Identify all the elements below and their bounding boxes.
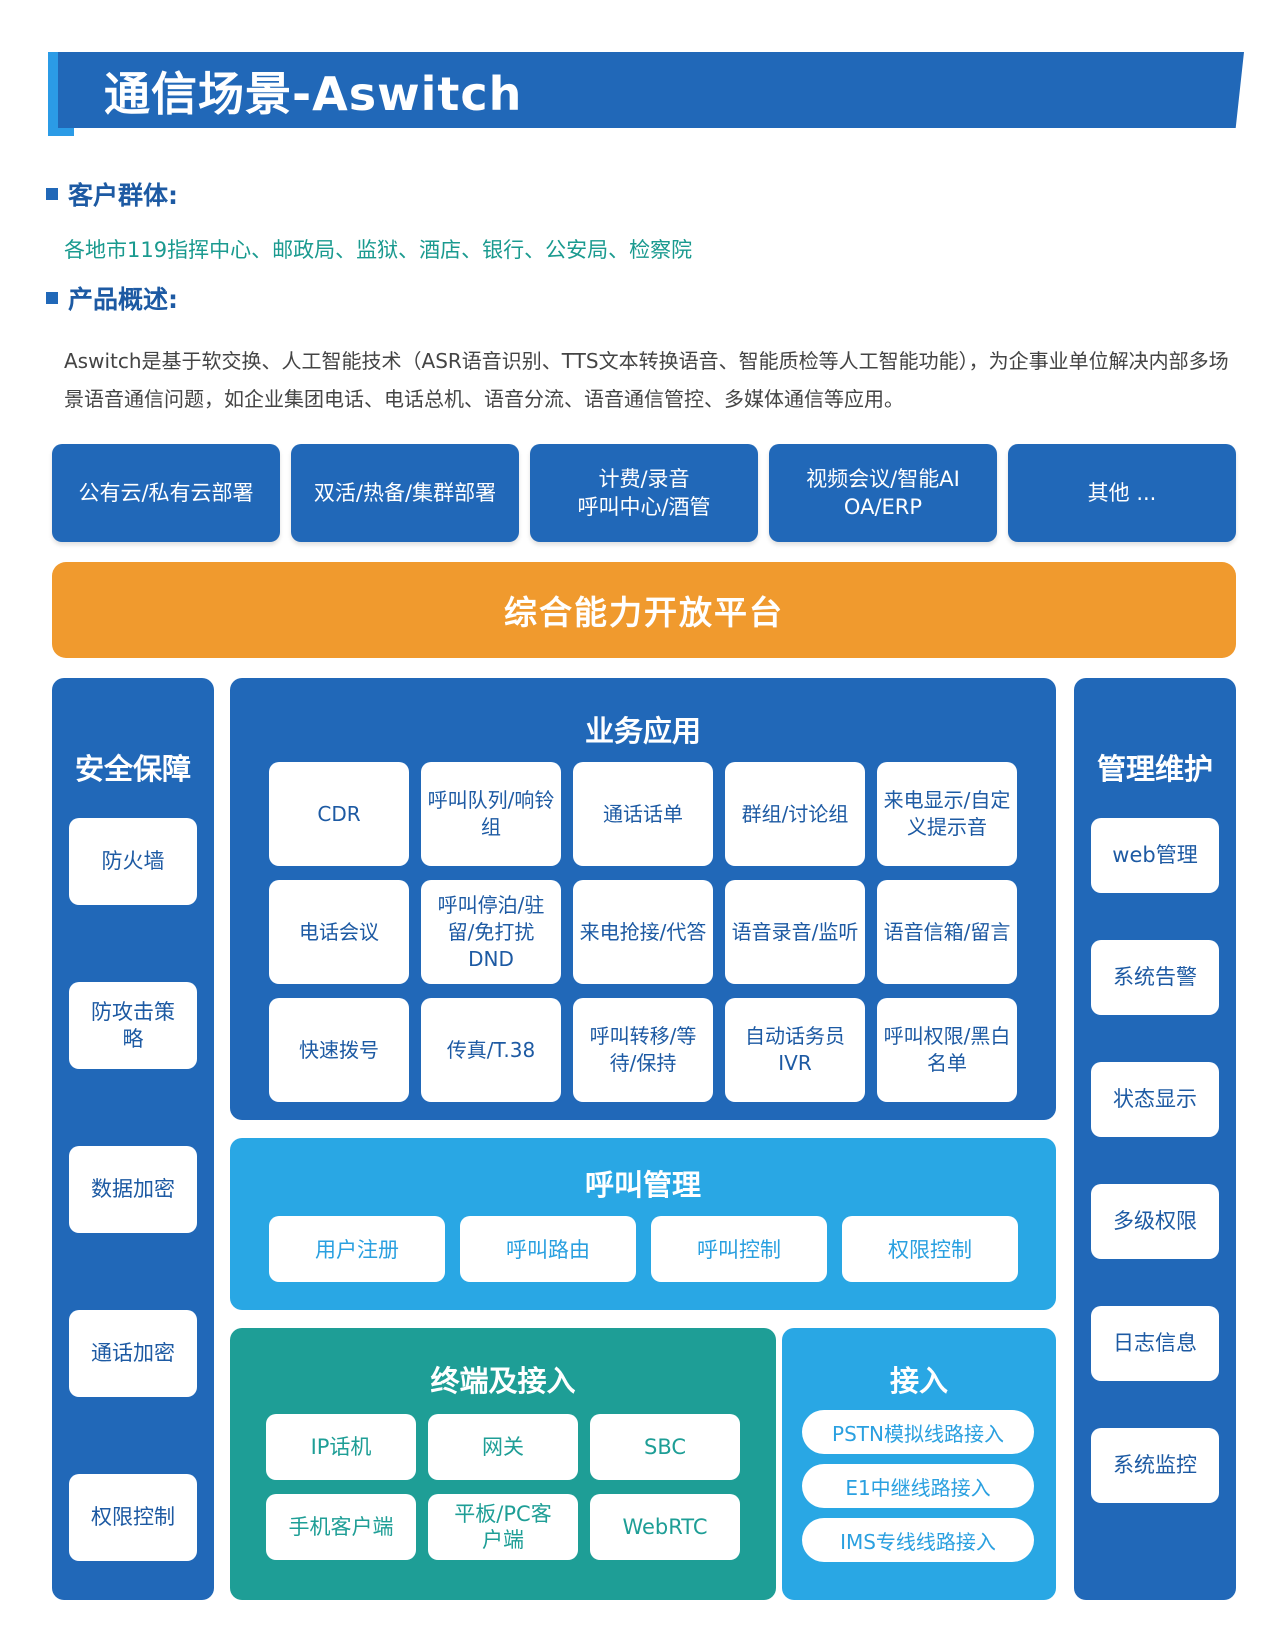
terminal-item-mobile-client: 手机客户端 — [266, 1494, 416, 1560]
page-title: 通信场景-Aswitch — [104, 67, 523, 121]
access-item-e1: E1中继线路接入 — [802, 1464, 1034, 1508]
bullet-square-icon — [46, 188, 58, 200]
deploy-tile-line1: 公有云/私有云部署 — [78, 481, 254, 505]
terminals-panel: 终端及接入 IP话机 网关 SBC 手机客户端 平板/PC客户端 WebRTC — [230, 1328, 776, 1600]
business-title: 业务应用 — [584, 714, 701, 748]
call-mgmt-item-routing: 呼叫路由 — [460, 1216, 636, 1282]
open-platform-label: 综合能力开放平台 — [504, 593, 784, 632]
deploy-tile-video: 视频会议/智能AI OA/ERP — [769, 444, 997, 542]
security-item-anti-attack: 防攻击策略 — [69, 982, 197, 1069]
terminal-item-gateway: 网关 — [428, 1414, 578, 1480]
access-item-pstn: PSTN模拟线路接入 — [802, 1410, 1034, 1454]
terminal-item-sbc: SBC — [590, 1414, 740, 1480]
access-title: 接入 — [889, 1364, 948, 1398]
customers-text: 各地市119指挥中心、邮政局、监狱、酒店、银行、公安局、检察院 — [64, 238, 693, 262]
business-cell: 群组/讨论组 — [725, 762, 865, 866]
access-item-ims: IMS专线线路接入 — [802, 1518, 1034, 1562]
access-panel: 接入 PSTN模拟线路接入 E1中继线路接入 IMS专线线路接入 — [782, 1328, 1056, 1600]
deploy-tile-line1: 其他 ... — [1087, 481, 1157, 505]
business-cell: 呼叫转移/等待/保持 — [573, 998, 713, 1102]
call-mgmt-item-registration: 用户注册 — [269, 1216, 445, 1282]
banner-bar — [58, 52, 1244, 128]
business-cell: 通话话单 — [573, 762, 713, 866]
deploy-tile-line1: 双活/热备/集群部署 — [313, 481, 497, 505]
title-banner: 通信场景-Aswitch — [48, 52, 1244, 136]
business-cell: 来电显示/自定义提示音 — [877, 762, 1017, 866]
customers-heading-text: 客户群体: — [68, 181, 178, 210]
overview-text: Aswitch是基于软交换、人工智能技术（ASR语音识别、TTS文本转换语音、智… — [64, 349, 1229, 411]
deploy-tile-line1: 视频会议/智能AI — [806, 467, 960, 491]
overview-heading-text: 产品概述: — [68, 285, 178, 314]
customers-heading: 客户群体: — [46, 176, 178, 212]
overview-heading: 产品概述: — [46, 280, 178, 316]
deploy-tile-line2: OA/ERP — [843, 495, 923, 519]
security-column: 安全保障 防火墙 防攻击策略 数据加密 通话加密 权限控制 — [52, 678, 214, 1600]
call-mgmt-item-control: 呼叫控制 — [651, 1216, 827, 1282]
deploy-tile-line2: 呼叫中心/酒管 — [577, 495, 711, 519]
terminals-title: 终端及接入 — [430, 1364, 576, 1398]
business-cell: 电话会议 — [269, 880, 409, 984]
maintenance-item-alarm: 系统告警 — [1091, 940, 1219, 1015]
deploy-tile-cloud: 公有云/私有云部署 — [52, 444, 280, 542]
bullet-square-icon — [46, 292, 58, 304]
security-item-call-encryption: 通话加密 — [69, 1310, 197, 1397]
business-cell: 呼叫停泊/驻留/免打扰DND — [421, 880, 561, 984]
business-cell: 自动话务员IVR — [725, 998, 865, 1102]
deploy-tile-other: 其他 ... — [1008, 444, 1236, 542]
maintenance-item-web: web管理 — [1091, 818, 1219, 893]
call-management-title: 呼叫管理 — [584, 1168, 701, 1202]
deploy-tile-line1: 计费/录音 — [598, 467, 690, 491]
business-cell: CDR — [269, 762, 409, 866]
maintenance-item-monitor: 系统监控 — [1091, 1428, 1219, 1503]
maintenance-item-status: 状态显示 — [1091, 1062, 1219, 1137]
call-mgmt-item-permission: 权限控制 — [842, 1216, 1018, 1282]
maintenance-title: 管理维护 — [1096, 752, 1213, 786]
business-cell: 呼叫队列/响铃组 — [421, 762, 561, 866]
deploy-tile-billing: 计费/录音 呼叫中心/酒管 — [530, 444, 758, 542]
terminal-item-tablet-pc-client: 平板/PC客户端 — [428, 1494, 578, 1560]
terminal-item-webrtc: WebRTC — [590, 1494, 740, 1560]
call-management-panel: 呼叫管理 用户注册 呼叫路由 呼叫控制 权限控制 — [230, 1138, 1056, 1310]
business-cell: 呼叫权限/黑白名单 — [877, 998, 1017, 1102]
business-cell: 语音录音/监听 — [725, 880, 865, 984]
maintenance-item-permissions: 多级权限 — [1091, 1184, 1219, 1259]
terminal-item-ip-phone: IP话机 — [266, 1414, 416, 1480]
security-item-firewall: 防火墙 — [69, 818, 197, 905]
open-platform-bar: 综合能力开放平台 — [52, 562, 1236, 658]
business-cell: 语音信箱/留言 — [877, 880, 1017, 984]
maintenance-column: 管理维护 web管理 系统告警 状态显示 多级权限 日志信息 系统监控 — [1074, 678, 1236, 1600]
business-cell: 快速拨号 — [269, 998, 409, 1102]
security-item-access-control: 权限控制 — [69, 1474, 197, 1561]
maintenance-item-logs: 日志信息 — [1091, 1306, 1219, 1381]
deploy-tile-cluster: 双活/热备/集群部署 — [291, 444, 519, 542]
security-title: 安全保障 — [74, 752, 191, 786]
business-panel: 业务应用 CDR 呼叫队列/响铃组 通话话单 群组/讨论组 来电显示/自定义提示… — [230, 678, 1056, 1120]
security-item-data-encryption: 数据加密 — [69, 1146, 197, 1233]
business-cell: 来电抢接/代答 — [573, 880, 713, 984]
business-cell: 传真/T.38 — [421, 998, 561, 1102]
